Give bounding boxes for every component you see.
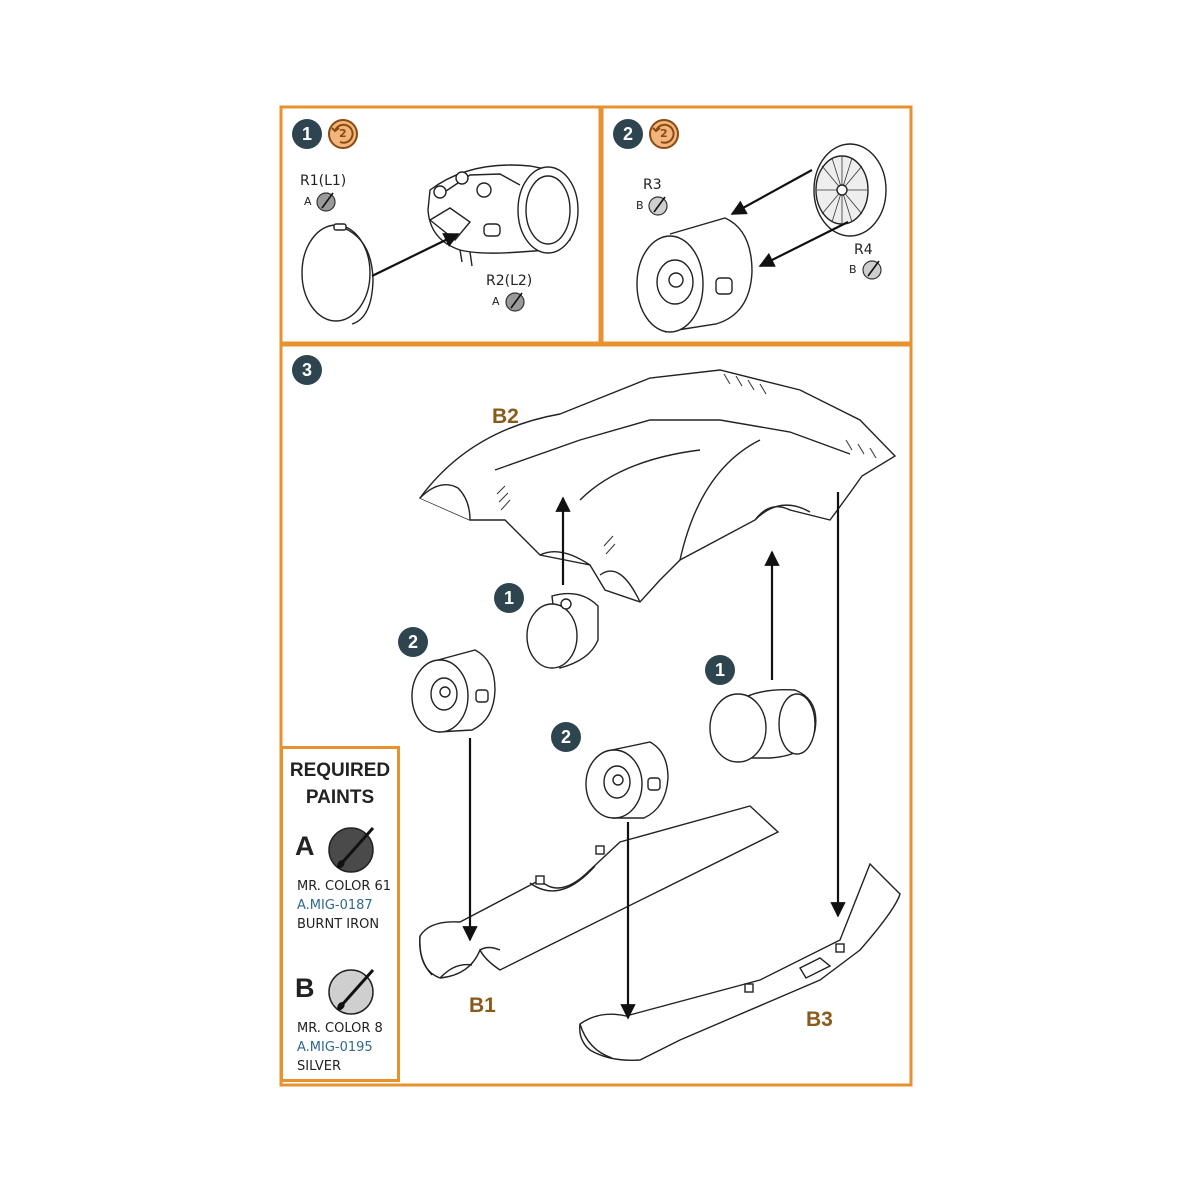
paint-a-mr-color: MR. COLOR 61 — [297, 879, 392, 894]
paint-b-mr-color: MR. COLOR 8 — [297, 1021, 383, 1036]
paint-b-icon — [648, 196, 668, 216]
paint-a-icon — [505, 292, 525, 312]
paint-b-name: SILVER — [297, 1059, 342, 1074]
sub-step-badge: 2 — [398, 627, 428, 657]
paint-b-icon — [328, 969, 375, 1015]
paint-a-mig: A.MIG-0187 — [297, 898, 373, 913]
sub-step-badge: 2 — [551, 722, 581, 752]
step-badge-3: 3 — [292, 355, 322, 385]
paint-code-r1: A — [304, 195, 312, 208]
assembly-arrow — [758, 221, 849, 267]
part-intake-housing — [427, 164, 579, 267]
part-label-r4: R4 — [854, 242, 873, 258]
sub-step-badge: 1 — [494, 583, 524, 613]
step-badge-1: 1 — [292, 119, 322, 149]
paint-a-icon — [328, 827, 375, 873]
cylinder-unit-left — [411, 649, 496, 733]
sub-step-badge: 1 — [705, 655, 735, 685]
part-b2-upper-fuselage — [418, 369, 897, 603]
part-r4-fan-disc — [813, 143, 887, 237]
required-paints-legend: REQUIRED PAINTS A MR. COLOR 61 A.MIG-018… — [280, 746, 400, 1082]
paint-a-name: BURNT IRON — [297, 917, 380, 932]
assembly-arrow — [730, 169, 813, 215]
assembly-arrow — [371, 233, 460, 277]
part-label-b3: B3 — [806, 1008, 833, 1031]
part-b1-lower-fuselage — [419, 805, 780, 979]
panel-1-frame — [279, 105, 602, 345]
panel-3-frame — [279, 343, 913, 1087]
step-badge-2: 2 — [613, 119, 643, 149]
paint-letter-a: A — [295, 831, 315, 861]
paint-code-r2: A — [492, 295, 500, 308]
cylinder-unit-right — [585, 741, 669, 819]
panel-2-frame — [600, 105, 913, 345]
part-label-b1: B1 — [469, 994, 496, 1017]
paint-code-r3: B — [636, 199, 644, 212]
repeat-count: 2 — [339, 127, 347, 140]
legend-title: REQUIRED PAINTS — [289, 760, 391, 808]
paint-a-icon — [316, 192, 336, 212]
part-label-r1: R1(L1) — [300, 173, 347, 189]
intake-unit-left — [526, 592, 599, 669]
part-label-b2: B2 — [492, 405, 519, 428]
paint-b-mig: A.MIG-0195 — [297, 1040, 373, 1055]
intake-unit-right — [709, 689, 817, 763]
repeat-x2-icon — [649, 119, 679, 149]
repeat-count: 2 — [660, 127, 668, 140]
part-r1-cover — [301, 223, 374, 325]
repeat-x2-icon — [328, 119, 358, 149]
part-r3-cylinder — [636, 217, 753, 333]
part-label-r3: R3 — [643, 177, 662, 193]
paint-code-r4: B — [849, 263, 857, 276]
paint-letter-b: B — [295, 973, 315, 1003]
part-label-r2: R2(L2) — [486, 273, 533, 289]
paint-b-icon — [862, 260, 882, 280]
